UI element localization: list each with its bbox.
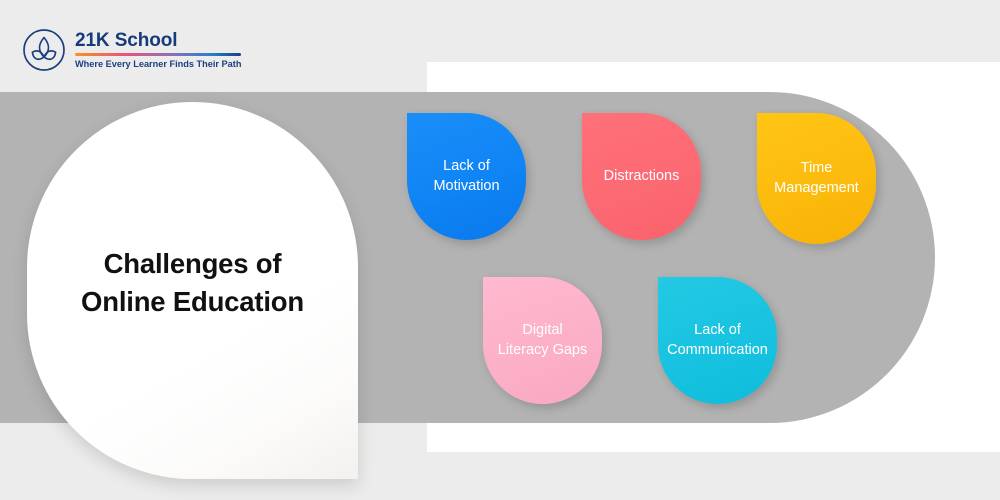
page-title: Challenges of Online Education	[81, 247, 304, 317]
pin-time-management[interactable]: Time Management	[757, 113, 876, 244]
pin-label: Lack of Motivation	[433, 158, 500, 194]
lotus-circle-icon	[23, 29, 65, 71]
brand-logo: 21K School Where Every Learner Finds The…	[22, 22, 242, 78]
pin-lack-of-motivation[interactable]: Lack of Motivation	[407, 113, 526, 240]
title-card: Challenges of Online Education	[27, 102, 358, 479]
pin-label: Digital Literacy Gaps	[497, 322, 588, 358]
pin-label: Time Management	[774, 160, 859, 196]
pin-distractions[interactable]: Distractions	[582, 113, 701, 240]
pin-lack-of-communication[interactable]: Lack of Communication	[658, 277, 777, 404]
pin-label: Lack of Communication	[667, 322, 768, 358]
brand-logo-text: 21K School Where Every Learner Finds The…	[75, 30, 242, 70]
pin-label: Distractions	[603, 167, 680, 184]
brand-gradient-rule	[75, 53, 242, 56]
brand-name: 21K School	[75, 30, 178, 52]
pin-digital-literacy-gaps[interactable]: Digital Literacy Gaps	[483, 277, 602, 404]
brand-tagline: Where Every Learner Finds Their Path	[75, 58, 242, 69]
